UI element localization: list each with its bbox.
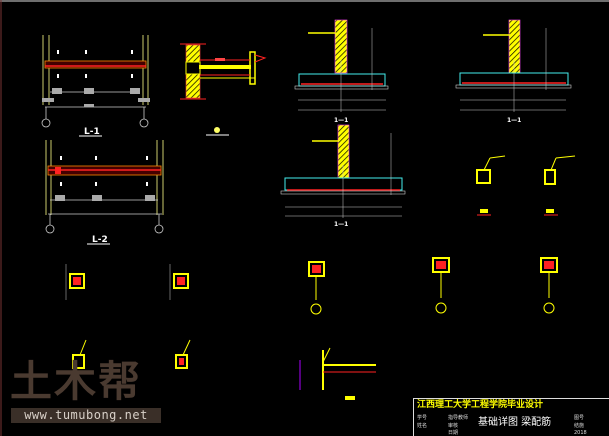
- cell-date: 日期: [448, 430, 459, 436]
- cell-name: 姓名: [417, 423, 428, 429]
- section-label-2: 1—1: [507, 117, 521, 124]
- beam-label-l2: L-2: [92, 235, 108, 245]
- section-label-1: 1—1: [334, 117, 348, 124]
- detail-marker: [214, 127, 220, 133]
- cell-student-id: 学号: [417, 415, 428, 421]
- slab-edge-detail: [299, 347, 376, 400]
- watermark-url: www.tumubong.net: [11, 408, 161, 423]
- school-title: 江西理工大学工程学院毕业设计: [417, 400, 544, 410]
- footing-section-2: [455, 19, 572, 112]
- cell-review: 审核: [448, 423, 459, 429]
- title-block: 江西理工大学工程学院毕业设计 学号 姓名 指导教师 审核 日期 基础详图 梁配筋…: [413, 398, 609, 436]
- footing-section-3: [280, 124, 406, 218]
- cell-year: 2018: [574, 430, 587, 436]
- cell-drawing-no: 图号: [574, 415, 585, 421]
- watermark-logo: 土木帮: [10, 357, 143, 406]
- drawing-title: 基础详图 梁配筋: [478, 417, 552, 428]
- footing-section-1: [294, 19, 389, 112]
- section-label-3: 1—1: [334, 221, 348, 228]
- cell-advisor: 指导教师: [448, 415, 469, 421]
- cell-category: 结施: [574, 423, 585, 429]
- beam-label-l1: L-1: [84, 127, 100, 137]
- beam-l2-elevation: [45, 140, 164, 234]
- wall-slab-detail: [180, 43, 267, 100]
- beam-cross-sections: [65, 155, 576, 369]
- beam-l1-elevation: [41, 35, 150, 128]
